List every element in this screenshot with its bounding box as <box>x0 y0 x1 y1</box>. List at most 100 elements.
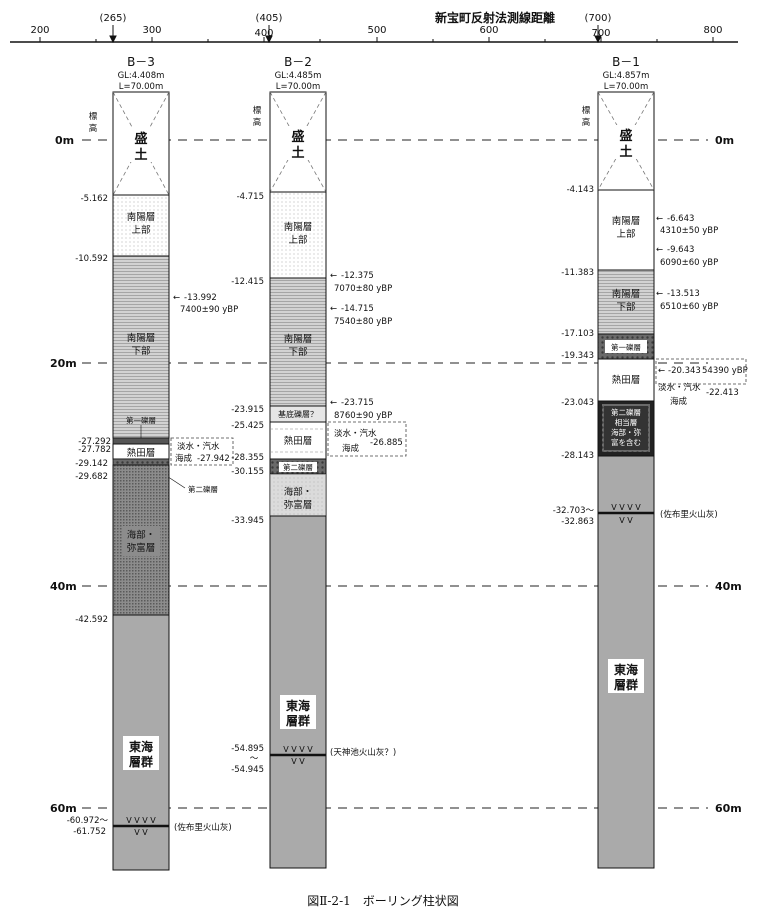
depth-label-60m: 60m <box>50 802 77 815</box>
depth-value: -19.343 <box>561 351 594 361</box>
ash-symbol: V V V V <box>126 816 156 825</box>
layer-label: 第二礫層 <box>188 484 218 494</box>
borehole-b2: B－2 GL:4.485m L=70.00m 標 高 盛 土 南陽層 上部 南陽… <box>231 55 407 869</box>
layer-label: 下部 <box>131 345 150 357</box>
borehole-b1: B－1 GL:4.857m L=70.00m 標 高 盛 土 南陽層 上部 南陽… <box>553 55 748 869</box>
borehole-name: B－1 <box>612 55 640 69</box>
depth-value: -42.592 <box>75 615 108 625</box>
ash-symbol: V V <box>134 828 148 837</box>
layer-nanyo-lower <box>597 269 655 335</box>
ash-symbol: V V V V <box>283 745 313 754</box>
elevation-label: 標 <box>253 105 262 116</box>
depth-value: -4.143 <box>567 185 594 195</box>
date-depth: -20.343 <box>668 366 701 376</box>
tick-label: 800 <box>703 25 722 36</box>
layer-label: 富を含む <box>611 437 641 447</box>
layer-gravel1 <box>112 437 170 445</box>
tick-label: 200 <box>30 25 49 36</box>
depth-label-20m: 20m <box>50 357 77 370</box>
ash-symbol: V V <box>619 516 633 525</box>
layer-label: 上部 <box>616 228 635 240</box>
tick-label: 400 <box>254 28 273 39</box>
layer-label: 土 <box>291 145 304 161</box>
layer-label: 第二礫層 <box>611 407 641 417</box>
date-depth: -9.643 <box>667 245 694 255</box>
elevation-label: 高 <box>253 117 262 128</box>
ash-label: (佐布里火山灰) <box>174 822 232 833</box>
layer-label: 熱田層 <box>612 374 641 386</box>
ash-label: (佐布里火山灰) <box>660 509 718 520</box>
borehole-gl: GL:4.485m <box>275 71 322 81</box>
tick-label: 700 <box>591 28 610 39</box>
date-arrow: ← <box>658 366 665 376</box>
layer-label: 海部・ <box>127 529 156 541</box>
layer-label: 上部 <box>288 234 307 246</box>
layer-label: 南陽層 <box>612 288 641 300</box>
layer-label: 弥富層 <box>284 499 313 511</box>
depth-value: -29.682 <box>75 472 108 482</box>
depth-value: -12.415 <box>231 277 264 287</box>
layer-label: 海部・弥 <box>611 427 641 437</box>
note-text: 海成 <box>175 453 193 464</box>
depth-label-0m-right: 0m <box>715 134 734 147</box>
note-text: -27.942 <box>197 454 230 464</box>
depth-value: -32.703～ <box>553 506 595 516</box>
axis-title: 新宝町反射法測線距離 <box>435 10 555 25</box>
depth-value: -11.383 <box>561 268 594 278</box>
date-age: 6510±60 yBP <box>660 302 718 312</box>
layer-label: 層群 <box>614 677 638 692</box>
tick-label: 300 <box>142 25 161 36</box>
borehole-length: L=70.00m <box>276 82 320 92</box>
layer-label: 海部・ <box>284 486 313 498</box>
layer-atsuta <box>597 358 655 402</box>
borehole-b3: B－3 GL:4.408m L=70.00m 標 高 盛 土 南陽層 上部 南陽… <box>67 55 238 871</box>
note-box <box>327 421 407 457</box>
layer-label: 盛 <box>291 129 304 145</box>
depth-value: -4.715 <box>237 192 264 202</box>
figure-caption: 図Ⅱ-2-1 ボーリング柱状図 <box>307 893 459 908</box>
layer-label: 下部 <box>616 301 635 313</box>
borehole-gl: GL:4.408m <box>118 71 165 81</box>
tick-label: 500 <box>367 25 386 36</box>
marker-label: (405) <box>256 13 283 24</box>
marker-label: (700) <box>585 13 612 24</box>
layer-label: 相当層 <box>615 417 638 427</box>
layer-label: 南陽層 <box>127 211 156 223</box>
date-age: 4310±50 yBP <box>660 226 718 236</box>
note-text: -26.885 <box>370 438 403 448</box>
marker-label: (265) <box>100 13 127 24</box>
layer-label: 南陽層 <box>284 333 313 345</box>
depth-value: -54.895 <box>231 744 264 754</box>
layer-gravel2 <box>112 458 170 466</box>
layer-label: 弥富層 <box>127 542 156 554</box>
date-arrow: ← <box>656 245 663 255</box>
layer-label: 層群 <box>129 754 153 769</box>
depth-value: -23.915 <box>231 405 264 415</box>
layer-label: 南陽層 <box>127 332 156 344</box>
layer-label: 東海 <box>614 662 638 677</box>
layer-label: 土 <box>619 144 632 160</box>
note-text: 淡水・汽水 <box>177 441 220 452</box>
layer-label: 土 <box>134 147 147 163</box>
borehole-length: L=70.00m <box>604 82 648 92</box>
borehole-length: L=70.00m <box>119 82 163 92</box>
ash-label: (天神池火山灰？) <box>330 747 396 758</box>
layer-label: 第一礫層 <box>126 415 156 425</box>
depth-value: -23.043 <box>561 398 594 408</box>
date-age: 7070±80 yBP <box>334 284 392 294</box>
depth-value: -60.972～ <box>67 816 109 826</box>
borehole-gl: GL:4.857m <box>603 71 650 81</box>
layer-nanyo-upper <box>269 191 327 279</box>
layer-atsuta <box>269 421 327 460</box>
date-age: 54390 yBP <box>702 366 748 376</box>
note-text: 海成 <box>342 443 360 454</box>
depth-value: -28.355 <box>231 453 264 463</box>
date-depth: -13.992 <box>184 293 217 303</box>
depth-value: -28.143 <box>561 451 594 461</box>
depth-value: -29.142 <box>75 459 108 469</box>
layer-label: 盛 <box>619 128 632 144</box>
date-depth: -13.513 <box>667 289 700 299</box>
layer-label: 上部 <box>131 224 150 236</box>
depth-value: -54.945 <box>231 765 264 775</box>
